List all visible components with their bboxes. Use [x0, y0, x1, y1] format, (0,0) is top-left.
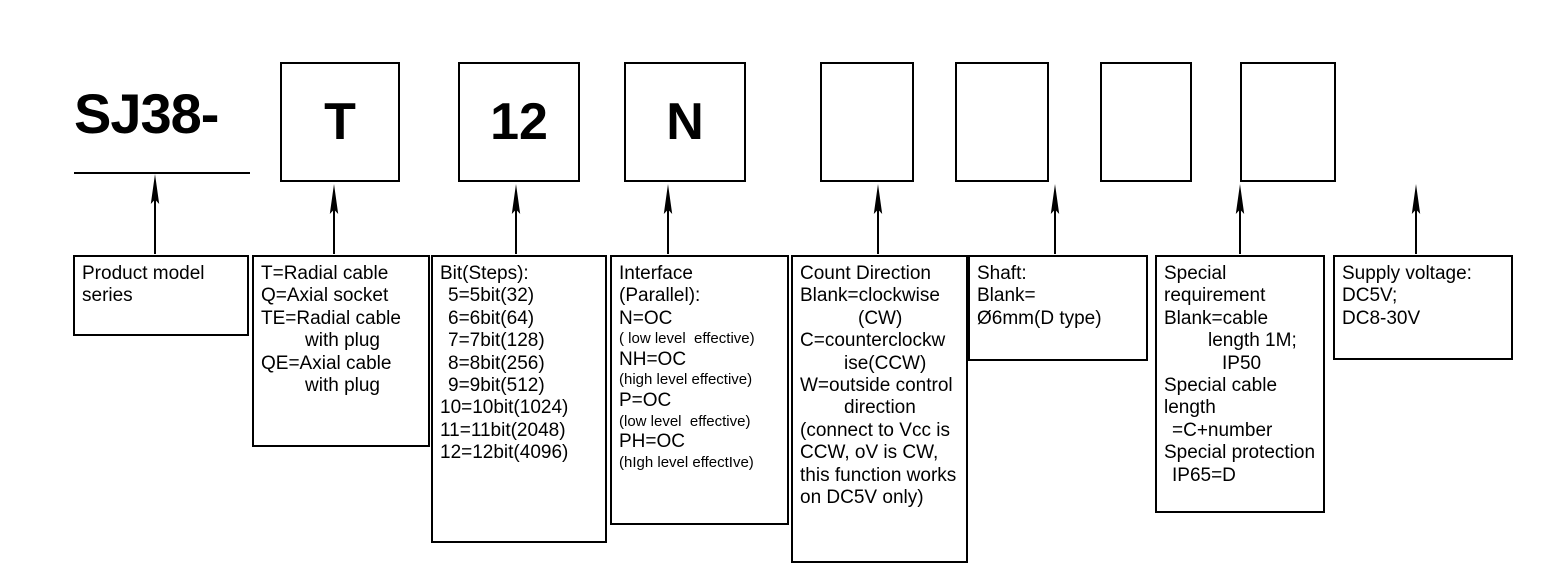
pointer-arrow-6-icon [1048, 184, 1062, 254]
desc-line: (low level effective) [619, 412, 751, 430]
desc-line: (CW) [858, 307, 903, 329]
pointer-arrow-4-icon [661, 184, 675, 254]
desc-line: IP50 [1222, 352, 1262, 374]
supply-voltage-code-box[interactable] [1240, 62, 1336, 182]
desc-line: ise(CCW) [844, 352, 927, 374]
desc-line: Supply voltage: [1342, 263, 1472, 284]
pointer-arrow-7-icon [1233, 184, 1247, 254]
output-interface-code-value: N [666, 93, 704, 151]
desc-line: Count Direction [800, 263, 931, 284]
desc-box-bit-steps: Bit(Steps):5=5bit(32)6=6bit(64)7=7bit(12… [431, 255, 607, 543]
pointer-arrow-8-icon [1409, 184, 1423, 254]
desc-line: length 1M; [1208, 330, 1297, 352]
desc-line: W=outside control [800, 375, 953, 397]
desc-line: N=OC [619, 307, 673, 329]
desc-line: Special [1164, 263, 1227, 284]
desc-line: =C+number [1172, 419, 1273, 441]
bit-resolution-code-box[interactable]: 12 [458, 62, 580, 182]
desc-line: with plug [305, 330, 380, 352]
desc-line: (Parallel): [619, 285, 701, 307]
pointer-arrow-2-icon [327, 184, 341, 254]
desc-line: CCW, oV is CW, [800, 442, 939, 464]
desc-line: direction [844, 397, 916, 419]
desc-line: Blank=clockwise [800, 285, 940, 307]
desc-line: (high level effective) [619, 371, 753, 389]
desc-line: with plug [305, 375, 380, 397]
desc-line: ( low level effective) [619, 330, 755, 348]
model-prefix-label: SJ38- [74, 82, 219, 145]
desc-line: IP65=D [1172, 464, 1236, 486]
count-direction-code-box[interactable] [820, 62, 914, 182]
desc-line: 6=6bit(64) [448, 307, 535, 329]
desc-line: 11=11bit(2048) [440, 419, 566, 441]
interface-type-code-box[interactable]: T [280, 62, 400, 182]
desc-line: T=Radial cable [261, 263, 389, 284]
desc-line: Product model [82, 263, 205, 284]
desc-line: C=counterclockw [800, 330, 946, 352]
desc-line: 7=7bit(128) [448, 330, 545, 352]
desc-box-interface-parallel: Interface(Parallel):N=OC( low level effe… [610, 255, 789, 525]
desc-line: length [1164, 397, 1216, 419]
desc-line: QE=Axial cable [261, 352, 392, 374]
desc-line: series [82, 285, 133, 307]
desc-line: on DC5V only) [800, 487, 924, 509]
desc-box-shaft: Shaft:Blank=Ø6mm(D type) [968, 255, 1148, 361]
desc-line: requirement [1164, 285, 1266, 307]
desc-line: 12=12bit(4096) [440, 442, 569, 464]
pointer-arrow-5-icon [871, 184, 885, 254]
desc-line: DC8-30V [1342, 307, 1421, 329]
desc-line: TE=Radial cable [261, 307, 401, 329]
special-requirement-code-box[interactable] [1100, 62, 1192, 182]
desc-line: Bit(Steps): [440, 263, 529, 284]
output-interface-code-box[interactable]: N [624, 62, 746, 182]
desc-line: 9=9bit(512) [448, 375, 545, 397]
desc-box-supply-voltage: Supply voltage:DC5V;DC8-30V [1333, 255, 1513, 360]
desc-line: Blank= [977, 285, 1036, 307]
desc-line: P=OC [619, 390, 672, 412]
desc-line: NH=OC [619, 348, 687, 370]
desc-line: Interface [619, 263, 693, 284]
desc-line: (hIgh level effectIve) [619, 453, 754, 471]
desc-line: (connect to Vcc is [800, 419, 950, 441]
desc-line: this function works [800, 464, 957, 486]
desc-line: PH=OC [619, 431, 685, 453]
desc-line: DC5V; [1342, 285, 1398, 307]
model-prefix-underline [74, 172, 250, 174]
pointer-arrow-3-icon [509, 184, 523, 254]
pointer-arrow-1-icon [148, 174, 162, 254]
desc-line: Shaft: [977, 263, 1027, 284]
desc-line: Blank=cable [1164, 307, 1269, 329]
desc-line: 8=8bit(256) [448, 352, 545, 374]
desc-line: Special cable [1164, 375, 1278, 397]
desc-line: 10=10bit(1024) [440, 397, 569, 419]
desc-line: Special protection [1164, 442, 1316, 464]
shaft-code-box[interactable] [955, 62, 1049, 182]
interface-type-code-value: T [324, 93, 356, 151]
desc-line: 5=5bit(32) [448, 285, 535, 307]
desc-line: Q=Axial socket [261, 285, 389, 307]
bit-resolution-code-value: 12 [490, 93, 548, 151]
desc-line: Ø6mm(D type) [977, 307, 1102, 329]
